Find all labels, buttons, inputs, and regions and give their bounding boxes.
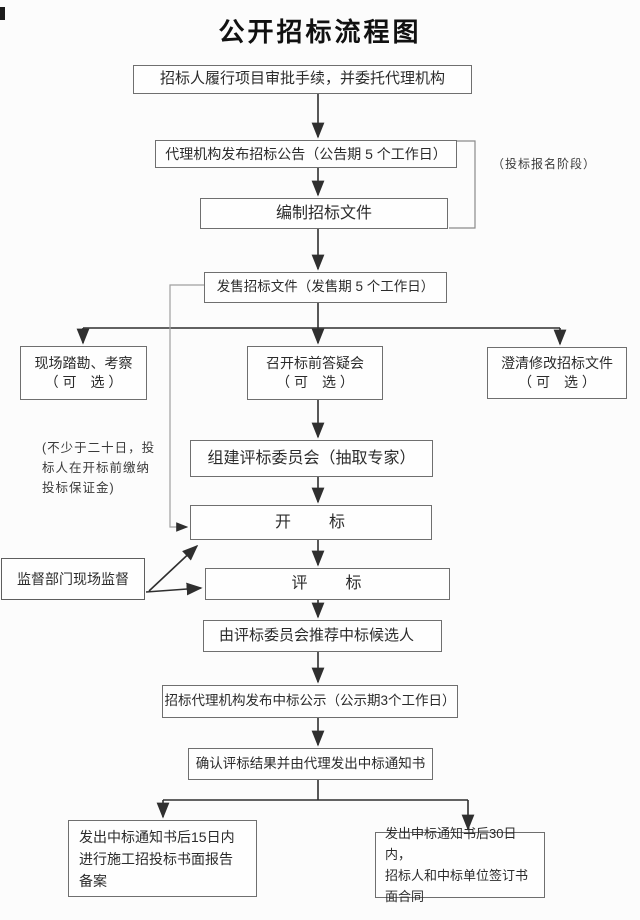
node-qa-meeting-line2: （ 可 选 ）	[276, 374, 354, 390]
node-site-survey: 现场踏勘、考察 （ 可 选 ）	[20, 346, 147, 400]
bracket-registration-stage	[449, 140, 476, 229]
arrow-supervision-to-evaluation	[145, 582, 203, 596]
node-announce: 代理机构发布招标公告（公告期 5 个工作日）	[155, 140, 457, 168]
node-qa-meeting-line1: 召开标前答疑会	[266, 355, 364, 372]
node-filing-line1: 发出中标通知书后15日内	[79, 828, 235, 845]
node-clarify-docs: 澄清修改招标文件 （ 可 选 ）	[487, 347, 627, 399]
node-sell-docs: 发售招标文件（发售期 5 个工作日）	[204, 272, 447, 303]
deposit-note-line2: 标人在开标前缴纳	[42, 461, 151, 475]
node-clarify-docs-line2: （ 可 选 ）	[518, 374, 596, 390]
node-bid-opening: 开 标	[190, 505, 432, 540]
deposit-note-line3: 投标保证金)	[42, 481, 115, 495]
node-clarify-docs-line1: 澄清修改招标文件	[501, 355, 613, 372]
deposit-note-line1: (不少于二十日，投	[42, 441, 156, 455]
node-win-publicity: 招标代理机构发布中标公示（公示期3个工作日）	[162, 685, 458, 718]
node-approval: 招标人履行项目审批手续，并委托代理机构	[133, 65, 472, 94]
node-confirm-notice: 确认评标结果并由代理发出中标通知书	[188, 748, 433, 780]
node-contract-line2: 招标人和中标单位签订书	[385, 868, 529, 883]
node-evaluation: 评 标	[205, 568, 450, 600]
node-supervision: 监督部门现场监督	[1, 558, 145, 600]
node-filing-report: 发出中标通知书后15日内 进行施工招投标书面报告 备案	[68, 820, 257, 897]
node-contract-line3: 面合同	[385, 889, 425, 904]
node-site-survey-line1: 现场踏勘、考察	[34, 355, 133, 372]
node-committee: 组建评标委员会（抽取专家）	[190, 440, 433, 477]
node-sign-contract: 发出中标通知书后30日内， 招标人和中标单位签订书 面合同	[375, 826, 545, 904]
node-filing-line3: 备案	[79, 872, 107, 889]
node-recommend-candidates: 由评标委员会推荐中标候选人	[203, 620, 442, 652]
node-prepare-docs: 编制招标文件	[200, 198, 448, 229]
page-title: 公开招标流程图	[218, 17, 422, 47]
arrow-supervision-to-opening	[148, 544, 199, 592]
loop-sell-to-opening	[169, 284, 204, 532]
node-qa-meeting: 召开标前答疑会 （ 可 选 ）	[247, 346, 383, 400]
label-deposit-note: (不少于二十日，投 标人在开标前缴纳 投标保证金)	[42, 438, 155, 498]
node-site-survey-line2: （ 可 选 ）	[44, 374, 123, 390]
node-filing-line2: 进行施工招投标书面报告	[79, 850, 233, 867]
node-contract-line1: 发出中标通知书后30日内，	[385, 826, 517, 862]
label-registration-stage: （投标报名阶段）	[492, 157, 597, 171]
scan-artifact	[0, 7, 5, 20]
